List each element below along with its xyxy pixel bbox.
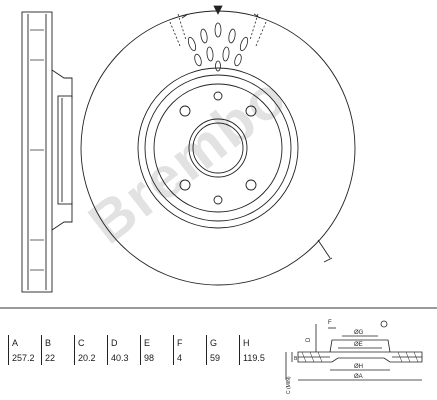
section-outline — [297, 351, 423, 363]
value-g: 59 — [206, 350, 240, 365]
disc-face-view — [80, 5, 356, 286]
label-b: B — [294, 356, 298, 362]
face-hat-inner — [153, 83, 283, 213]
header-f: F — [173, 335, 207, 350]
value-c: 20.2 — [74, 350, 108, 365]
label-g: ØG — [354, 330, 364, 336]
face-center-bore-inner — [192, 122, 244, 174]
header-g: G — [206, 335, 240, 350]
section-marker — [380, 320, 388, 328]
header-a: A — [8, 335, 42, 350]
section-hat — [329, 339, 391, 353]
label-h: ØH — [354, 364, 363, 370]
dimension-value-row: 257.2 22 20.2 40.3 98 4 59 119.5 — [8, 350, 272, 365]
value-h: 119.5 — [239, 350, 272, 365]
profile-outer-plate — [21, 11, 53, 293]
header-h: H — [239, 335, 272, 350]
value-d: 40.3 — [107, 350, 141, 365]
value-a: 257.2 — [8, 350, 42, 365]
disc-side-profile — [21, 11, 73, 293]
bolt-hole-1 — [213, 91, 223, 101]
label-e: ØE — [354, 342, 363, 348]
profile-hat-top — [51, 69, 73, 98]
face-hat-mid — [144, 74, 292, 222]
header-c: C — [74, 335, 108, 350]
separator-rule — [0, 307, 437, 309]
bolt-hole-6 — [213, 195, 223, 205]
bolt-hole-2 — [179, 105, 191, 117]
dimension-header-row: A B C D E F G H — [8, 335, 272, 350]
value-e: 98 — [140, 350, 174, 365]
profile-hub — [57, 95, 73, 205]
profile-hat-bottom — [51, 202, 73, 231]
cross-section-diagram: ØG ØE ØH ØA F D B C (MIN) — [285, 320, 423, 394]
label-a: ØA — [354, 374, 363, 380]
face-hat-outer — [137, 67, 299, 229]
label-f: F — [328, 320, 332, 326]
bolt-holes — [179, 91, 257, 205]
value-b: 22 — [41, 350, 75, 365]
brake-disc-drawing: Brembo — [21, 5, 356, 293]
face-center-bore — [188, 118, 248, 178]
label-d: D — [306, 337, 312, 342]
profile-vent-slots — [30, 29, 44, 271]
section-hatch — [301, 351, 419, 363]
bolt-hole-3 — [245, 105, 257, 117]
bolt-hole-4 — [179, 179, 191, 191]
dimension-table: A B C D E F G H 257.2 22 20.2 40.3 98 4 … — [8, 335, 272, 365]
bolt-hole-5 — [245, 179, 257, 191]
header-b: B — [41, 335, 75, 350]
header-d: D — [107, 335, 141, 350]
label-c-min: C (MIN) — [286, 376, 292, 394]
value-f: 4 — [173, 350, 207, 365]
face-leader — [317, 239, 333, 263]
cooling-vanes-detail — [169, 5, 267, 72]
header-e: E — [140, 335, 174, 350]
